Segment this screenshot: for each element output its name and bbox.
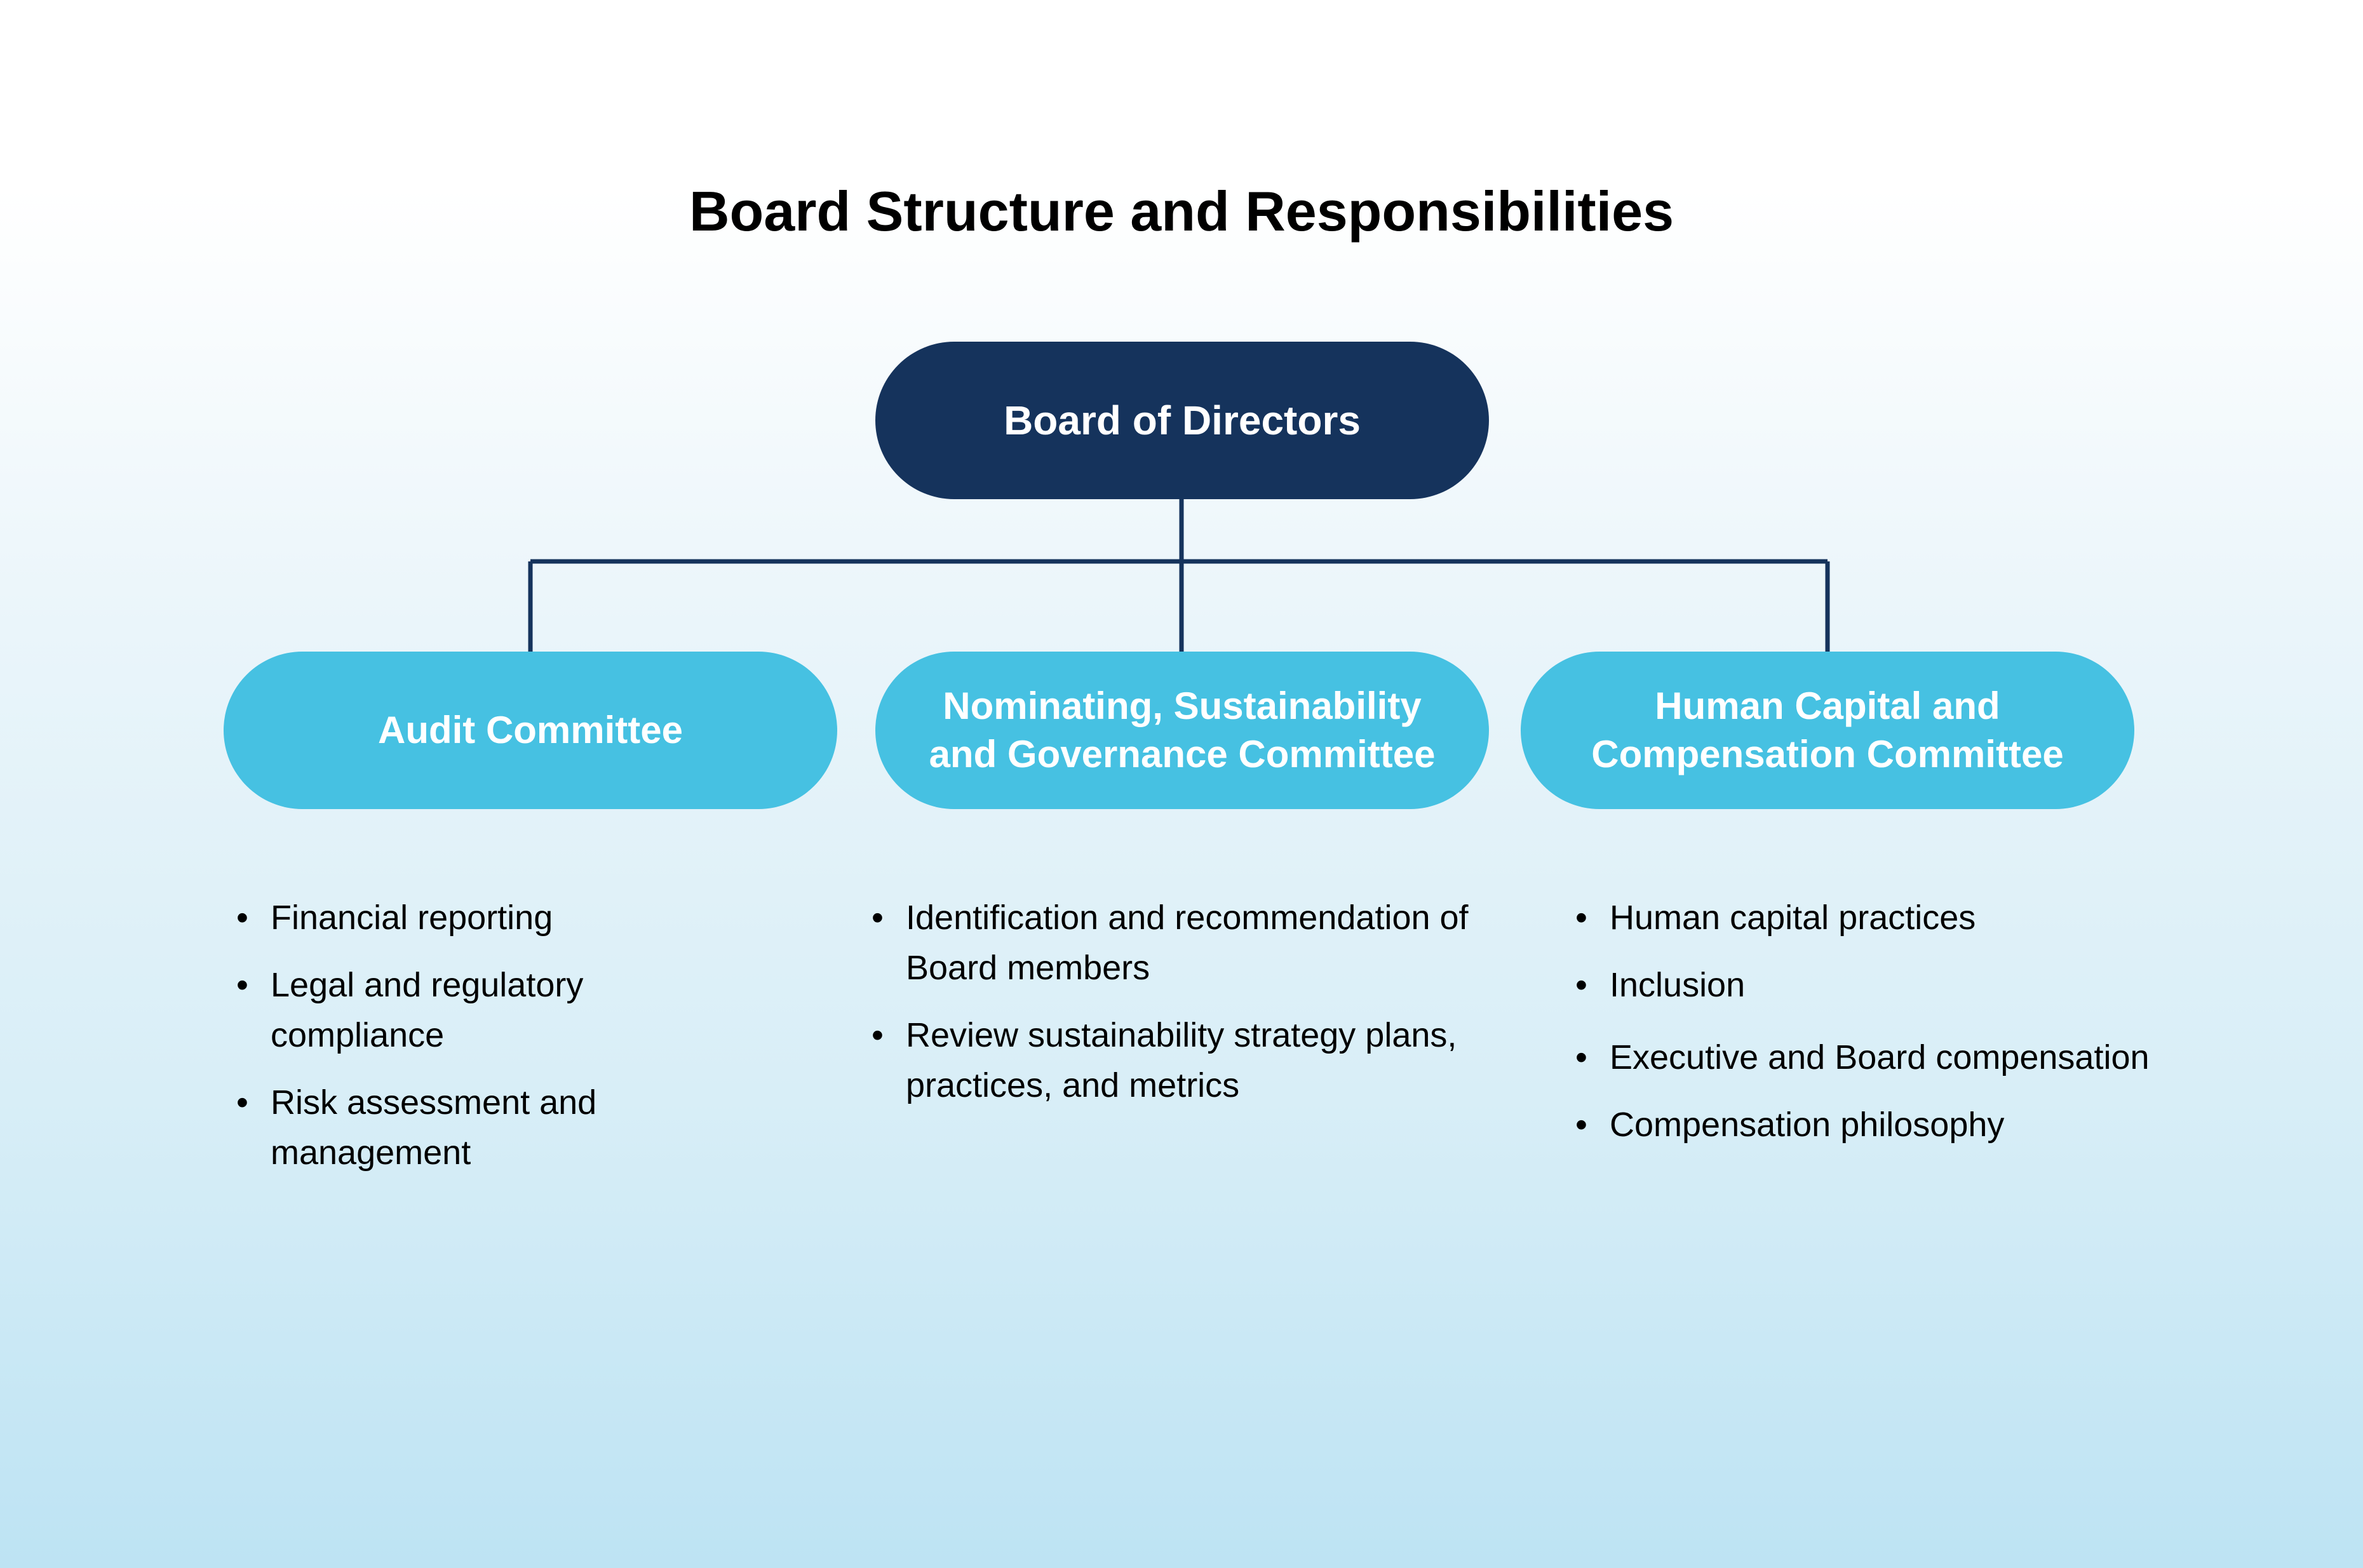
duty-text: Human capital practices (1610, 899, 1976, 937)
list-item: • Executive and Board compensation (1575, 1033, 2249, 1083)
audit-committee-node: Audit Committee (224, 652, 837, 809)
list-item: • Human capital practices (1575, 893, 2249, 943)
list-item: • Financial reporting (236, 893, 643, 943)
bullet-icon: • (1575, 1106, 1587, 1144)
bullet-icon: • (236, 966, 248, 1004)
duty-text: Risk assessment and management (271, 1083, 597, 1172)
list-item: • Identification and recommendation of Bo… (872, 893, 1494, 993)
bullet-icon: • (236, 899, 248, 937)
duty-text: Identification and recommendation of Boa… (906, 899, 1469, 987)
duty-text: Review sustainability strategy plans, pr… (906, 1016, 1457, 1104)
list-item: • Legal and regulatory compliance (236, 960, 643, 1061)
diagram-title: Board Structure and Responsibilities (689, 180, 1674, 243)
list-item: • Compensation philosophy (1575, 1100, 2249, 1150)
duty-text: Legal and regulatory compliance (271, 966, 584, 1054)
bullet-icon: • (236, 1083, 248, 1122)
board-of-directors-label: Board of Directors (1004, 398, 1361, 443)
audit-committee-label: Audit Committee (378, 709, 683, 751)
board-of-directors-node: Board of Directors (875, 342, 1489, 499)
human-capital-committee-duties: • Human capital practices • Inclusion • Exe… (1575, 893, 2249, 1167)
audit-committee-duties: • Financial reporting • Legal and regulato… (236, 893, 643, 1195)
nominating-committee-node: Nominating, Sustainability and Governanc… (875, 652, 1489, 809)
nominating-committee-label: Nominating, Sustainability and Governanc… (929, 685, 1436, 775)
list-item: • Risk assessment and management (236, 1078, 643, 1178)
bullet-icon: • (872, 1016, 884, 1054)
bullet-icon: • (1575, 1038, 1587, 1076)
list-item: • Review sustainability strategy plans, p… (872, 1010, 1494, 1111)
duty-text: Financial reporting (271, 899, 553, 937)
duty-text: Inclusion (1610, 966, 1746, 1004)
list-item: • Inclusion (1575, 960, 2249, 1010)
bullet-icon: • (1575, 899, 1587, 937)
duty-text: Executive and Board compensation (1610, 1038, 2150, 1076)
human-capital-committee-label: Human Capital and Compensation Committee (1591, 685, 2064, 775)
bullet-icon: • (872, 899, 884, 937)
duty-text: Compensation philosophy (1610, 1106, 2005, 1144)
nominating-committee-duties: • Identification and recommendation of Bo… (872, 893, 1494, 1128)
bullet-icon: • (1575, 966, 1587, 1004)
human-capital-committee-node: Human Capital and Compensation Committee (1521, 652, 2134, 809)
